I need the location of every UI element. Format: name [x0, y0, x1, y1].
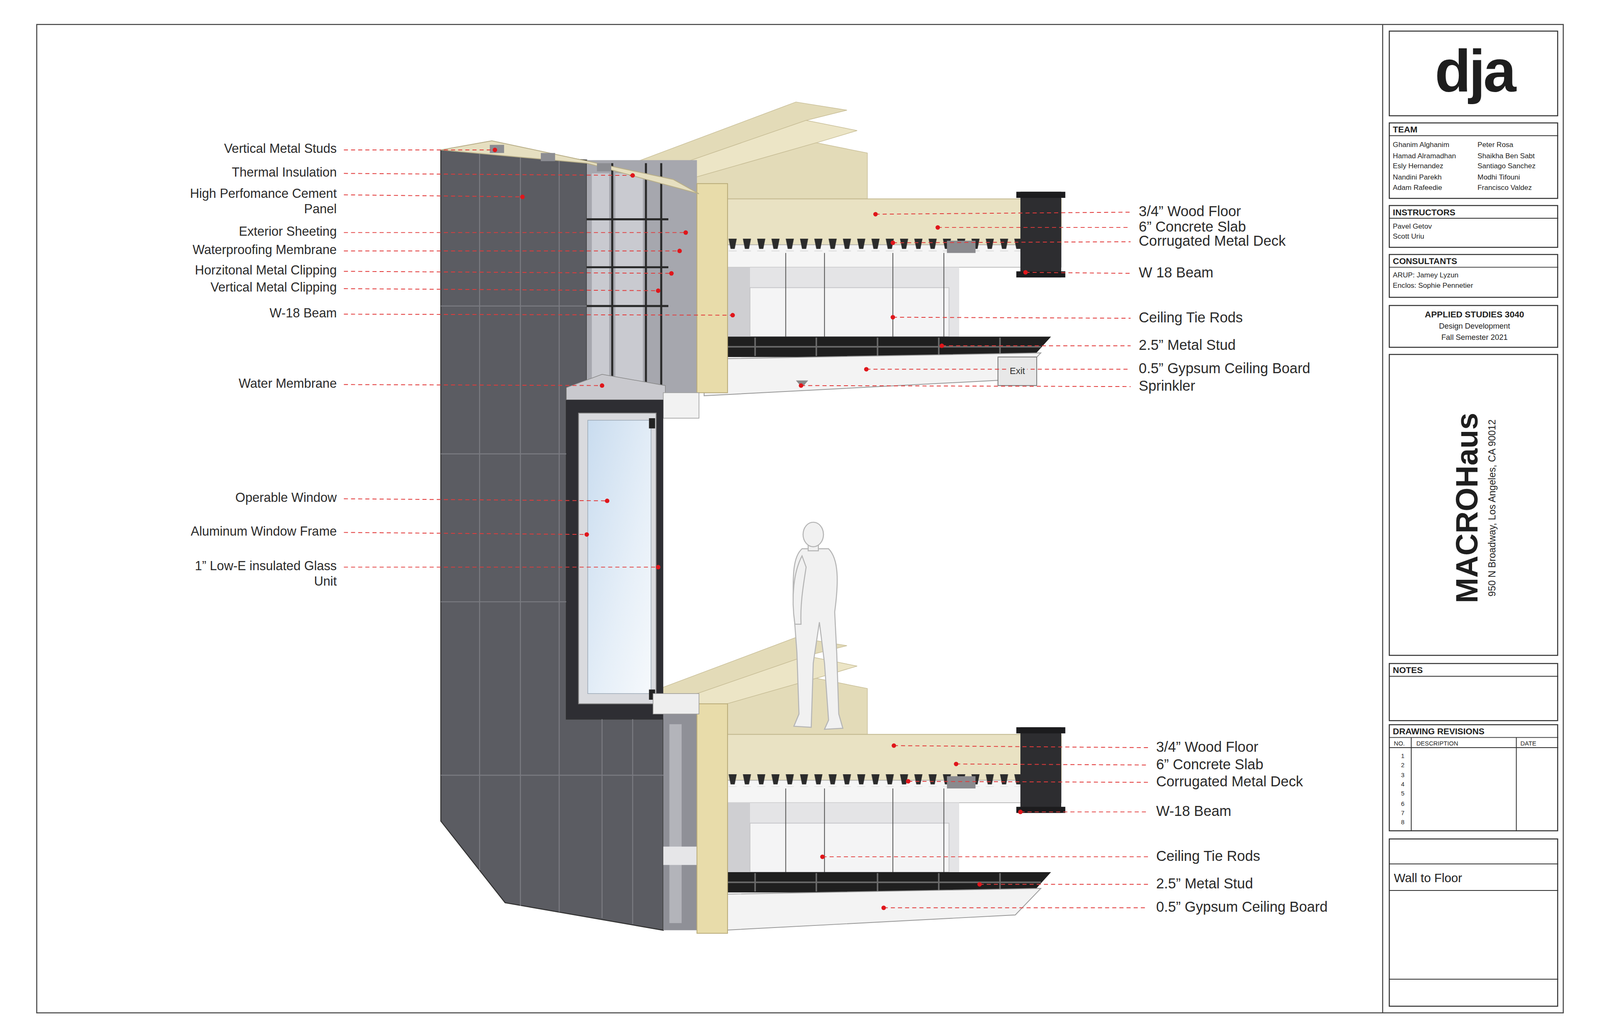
heading-text: INSTRUCTORS [1392, 207, 1456, 218]
body-text: 4 [1400, 781, 1405, 790]
window-bay [566, 374, 699, 720]
body-text: Enclos: Sophie Pennetier [1392, 281, 1474, 291]
body-text: DESCRIPTION [1416, 740, 1458, 748]
body-text: Pavel Getov [1392, 222, 1432, 232]
callout-label: Exterior Sheeting [238, 224, 337, 240]
sheet-border [36, 24, 1564, 1014]
callout-label: Thermal Insulation [231, 165, 337, 181]
body-text: Fall Semester 2021 [1441, 332, 1508, 342]
body-text: Adam Rafeedie [1392, 183, 1443, 193]
project-title-box: MACROHaus950 N Broadway, Los Angeles, CA… [1388, 354, 1559, 657]
heading-text: Wall to Floor [1393, 871, 1463, 886]
heading-text: MACROHaus [1449, 412, 1486, 604]
body-text: NO. [1393, 740, 1405, 748]
logo-box: dja [1388, 30, 1559, 117]
callout-label: Corrugated Metal Deck [1138, 233, 1286, 250]
callout-label: Sprinkler [1138, 378, 1195, 395]
body-text: 5 [1400, 790, 1405, 799]
team-box: TEAM Ghanim AlghanimHamad AlramadhanEsly … [1388, 122, 1559, 200]
leader-lines [343, 150, 1148, 909]
callout-label: Vertical Metal Studs [224, 141, 338, 158]
callout-label: 3/4” Wood Floor [1156, 739, 1259, 756]
callout-label: Operable Window [235, 490, 337, 507]
heading-text: TEAM [1392, 124, 1418, 135]
body-text: DATE [1520, 740, 1537, 748]
callout-label: Corrugated Metal Deck [1156, 774, 1304, 790]
callout-label: Vertical Metal Clipping [210, 280, 337, 296]
callout-label: 6” Concrete Slab [1156, 756, 1264, 773]
heading-text: CONSULTANTS [1392, 256, 1458, 267]
heading-text: DRAWING REVISIONS [1392, 726, 1485, 738]
body-text: 2 [1400, 762, 1405, 770]
heading-text: NOTES [1392, 665, 1423, 676]
callout-label: Waterproofing Membrane [192, 242, 337, 259]
callout-label: Aluminum Window Frame [190, 524, 337, 540]
sign-text: Exit [1007, 365, 1028, 378]
body-text: Scott Uriu [1392, 232, 1425, 242]
body-text: Shaikha Ben Sabt [1477, 151, 1535, 161]
body-text: Francisco Valdez [1477, 183, 1532, 193]
callout-label: 0.5” Gypsum Ceiling Board [1138, 360, 1311, 377]
callout-label: Ceiling Tie Rods [1138, 309, 1243, 326]
body-text: Esly Hernandez [1392, 162, 1444, 171]
body-text: Santiago Sanchez [1477, 162, 1536, 171]
body-text: Peter Rosa [1477, 140, 1514, 150]
body-text: Nandini Parekh [1392, 172, 1442, 182]
callout-label: 0.5” Gypsum Ceiling Board [1156, 899, 1328, 916]
callout-label: High Perfomance Cement Panel [173, 186, 337, 218]
heading-text: dja [1434, 35, 1515, 107]
callout-label: Water Membrane [238, 376, 337, 392]
callout-label: Horzitonal Metal Clipping [195, 263, 337, 279]
human-figure [792, 522, 843, 730]
notes-box: NOTES [1388, 663, 1559, 722]
callout-label: Ceiling Tie Rods [1156, 848, 1261, 865]
body-text: 950 N Broadway, Los Angeles, CA 90012 [1485, 419, 1498, 597]
callout-label: W-18 Beam [1156, 803, 1232, 820]
instructors-box: INSTRUCTORS Pavel GetovScott Uriu [1388, 205, 1559, 248]
body-text: 6 [1400, 800, 1405, 808]
callout-label: 6” Concrete Slab [1138, 219, 1246, 235]
body-text: Modhi Tifouni [1477, 172, 1520, 182]
callout-label: 2.5” Metal Stud [1156, 876, 1254, 893]
body-text: 1 [1400, 752, 1405, 761]
facade [440, 140, 728, 934]
callout-label: 3/4” Wood Floor [1138, 203, 1241, 220]
sprinkler-and-exit-sign [795, 357, 1037, 388]
revisions-table: DRAWING REVISIONS NO. DESCRIPTION DATE 12 345… [1388, 724, 1559, 832]
callout-label: 1” Low-E insulated Glass Unit [173, 559, 337, 591]
sheet-name-box: Wall to Floor [1388, 838, 1559, 1008]
body-text: Hamad Alramadhan [1392, 151, 1457, 161]
course-box: APPLIED STUDIES 3040Design DevelopmentFa… [1388, 305, 1559, 348]
body-text: 3 [1400, 772, 1405, 780]
heading-text: APPLIED STUDIES 3040 [1425, 309, 1525, 320]
body-text: Ghanim Alghanim [1392, 140, 1450, 150]
body-text: Design Development [1439, 321, 1511, 331]
callout-label: 2.5” Metal Stud [1138, 337, 1236, 354]
leader-dots [492, 147, 1028, 911]
body-text: ARUP: Jamey Lyzun [1392, 271, 1459, 280]
body-text: 7 [1400, 810, 1405, 818]
callout-label: W 18 Beam [1138, 265, 1214, 281]
title-block-rules [1388, 135, 1559, 980]
body-text: 8 [1400, 819, 1405, 828]
callout-label: W-18 Beam [269, 305, 337, 322]
consultants-box: CONSULTANTS ARUP: Jamey LyzunEnclos: Soph… [1388, 254, 1559, 298]
